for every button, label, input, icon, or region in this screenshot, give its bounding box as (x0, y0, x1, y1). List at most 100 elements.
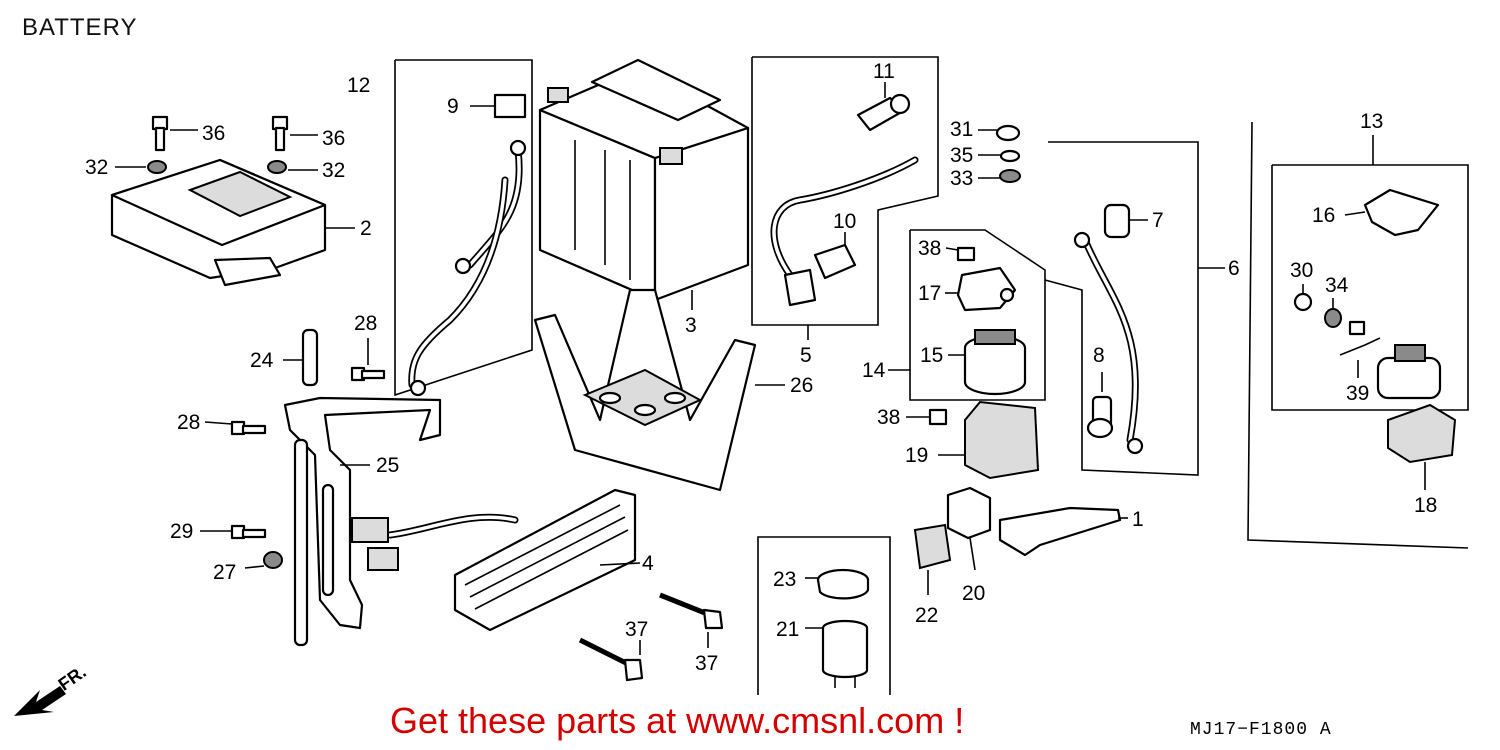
callout-34: 34 (1325, 274, 1349, 297)
switch-cover-part-16 (1344, 188, 1440, 237)
washer-part-27 (244, 551, 283, 569)
callout-21: 21 (776, 618, 799, 641)
washer-part-33 (978, 169, 1021, 183)
callout-29: 29 (170, 520, 193, 543)
bolt-part-28-lower (204, 420, 267, 436)
front-direction-arrow-icon (14, 686, 66, 716)
callout-22: 22 (915, 604, 938, 627)
callout-26: 26 (790, 374, 813, 397)
callout-8: 8 (1093, 344, 1105, 367)
callout-4: 4 (642, 552, 654, 575)
bolt-part-29 (200, 524, 267, 540)
nut-square (1348, 320, 1366, 336)
bolt-part-37-left (578, 637, 644, 682)
fuse-part-9 (470, 93, 527, 119)
turn-signal-relay-part-20 (946, 486, 992, 571)
callout-35: 35 (950, 144, 973, 167)
battery-cable-part-5 (770, 156, 919, 340)
callout-17: 17 (918, 282, 941, 305)
washer-part-32-left (147, 160, 167, 174)
callout-20: 20 (962, 582, 985, 605)
bolt-part-30 (1293, 284, 1313, 312)
relay-cover-part-17 (945, 266, 1017, 312)
washer-part-35 (978, 149, 1021, 163)
group-frame-13 (1271, 164, 1469, 411)
callout-labels: 1 2 3 4 5 6 7 8 9 10 11 12 13 14 15 16 1… (85, 60, 1437, 675)
callout-32-right: 32 (322, 159, 345, 182)
bolt-part-36-left (151, 115, 198, 152)
fuse-clip-part-39 (1339, 337, 1381, 378)
relay-holder-part-22 (913, 523, 952, 595)
fuse-part-38-lower (906, 408, 948, 426)
band-part-23 (805, 568, 870, 600)
callout-18: 18 (1414, 494, 1437, 517)
callout-28-upper: 28 (354, 312, 377, 335)
callout-14: 14 (862, 359, 886, 382)
callout-16: 16 (1312, 204, 1335, 227)
group-frame-14 (909, 229, 1046, 401)
callout-10: 10 (833, 210, 856, 233)
bolt-part-36-right (271, 115, 318, 152)
group-frame-5 (751, 56, 939, 326)
callout-36-left: 36 (202, 122, 225, 145)
callout-13: 13 (1360, 110, 1383, 133)
bolt-part-37-right (659, 592, 724, 648)
callout-3: 3 (685, 314, 697, 337)
callout-36-right: 36 (322, 127, 345, 150)
group-frame-6 (1044, 141, 1199, 476)
battery-holder-part-26 (533, 288, 785, 492)
callout-37-lower: 37 (695, 652, 718, 675)
callout-39: 39 (1346, 382, 1369, 405)
group-frame-21-23 (757, 536, 891, 695)
washer-part-32-right (267, 160, 287, 174)
regulator-rectifier-part-4 (351, 488, 641, 632)
callout-1: 1 (1132, 508, 1144, 531)
nut-part-31 (978, 124, 1021, 142)
callout-38-upper: 38 (918, 237, 941, 260)
flasher-relay-part-21 (805, 619, 869, 688)
callout-9: 9 (447, 95, 459, 118)
starter-relay-part-15 (948, 329, 1027, 396)
callout-6: 6 (1228, 257, 1240, 280)
battery-cable-part-12 (408, 139, 527, 397)
callout-37-upper: 37 (625, 618, 648, 641)
drawing-code: MJ17−F1800 A (1190, 720, 1332, 740)
diagram-title: BATTERY (22, 14, 138, 41)
callout-12: 12 (347, 74, 370, 97)
fuse-part-38-upper (945, 246, 976, 262)
battery-stay-part-25 (283, 396, 442, 647)
callout-25: 25 (376, 454, 399, 477)
control-unit-part-2 (110, 158, 355, 287)
callout-33: 33 (950, 167, 973, 190)
callout-2: 2 (360, 217, 372, 240)
ground-cable-part-6 (1073, 231, 1225, 455)
bracket-part-1 (998, 506, 1128, 557)
callout-38-lower: 38 (877, 406, 900, 429)
callout-32-left: 32 (85, 156, 108, 179)
terminal-cap-part-10 (813, 232, 857, 280)
callout-28-lower: 28 (177, 411, 200, 434)
group-frame-outer-right (1247, 121, 1469, 549)
washer-part-34 (1324, 298, 1342, 328)
group-frame-12 (394, 59, 533, 397)
terminal-cover-part-11 (856, 82, 911, 132)
callout-19: 19 (905, 444, 928, 467)
starter-magnetic-switch (1376, 344, 1442, 400)
callout-30: 30 (1290, 259, 1313, 282)
callout-31: 31 (950, 118, 973, 141)
promo-link[interactable]: Get these parts at www.cmsnl.com ! (390, 700, 965, 741)
boot-part-8 (1086, 372, 1114, 439)
callout-11: 11 (873, 60, 895, 83)
callout-24: 24 (250, 349, 274, 372)
terminal-cover-part-7 (1103, 203, 1148, 239)
bolt-part-28-upper (350, 338, 386, 382)
callout-7: 7 (1152, 209, 1164, 232)
switch-boot-part-18 (1387, 403, 1457, 490)
callout-15: 15 (920, 344, 943, 367)
battery-part-3 (538, 58, 750, 310)
relay-holder-part-19 (938, 400, 1040, 480)
callout-5: 5 (800, 344, 812, 367)
callout-23: 23 (773, 568, 796, 591)
rubber-mount-part-24 (283, 328, 319, 387)
